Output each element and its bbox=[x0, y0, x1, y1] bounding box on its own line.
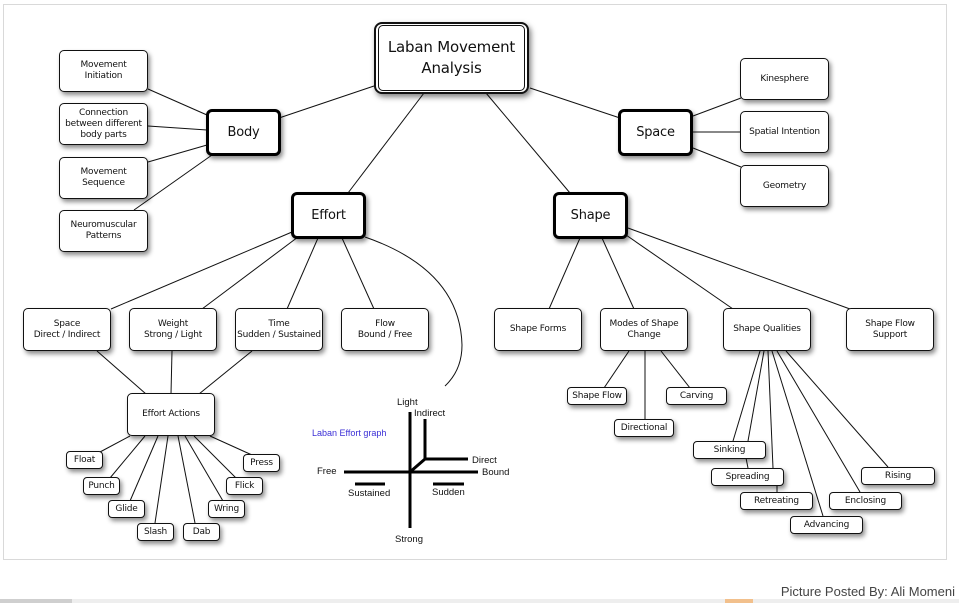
connector bbox=[625, 234, 734, 310]
connector bbox=[96, 350, 147, 395]
axis-diagonal bbox=[409, 457, 426, 474]
category-body: Body bbox=[206, 109, 281, 156]
connector bbox=[184, 435, 224, 502]
connector bbox=[147, 88, 208, 116]
effort-graph-label-light: Light bbox=[397, 397, 418, 408]
connector bbox=[286, 237, 319, 310]
connector bbox=[785, 350, 889, 468]
space-item: Geometry bbox=[740, 165, 829, 207]
effort-actions-node: Effort Actions bbox=[127, 393, 215, 436]
effort-item-weight: Weight Strong / Light bbox=[129, 308, 217, 351]
connector bbox=[692, 147, 742, 168]
connector bbox=[133, 154, 213, 211]
effort-graph-label-free: Free bbox=[317, 466, 337, 477]
shape-item-forms: Shape Forms bbox=[494, 308, 582, 351]
quality-retreating: Retreating bbox=[740, 492, 813, 510]
connector bbox=[193, 435, 237, 479]
connector bbox=[177, 435, 196, 524]
photo-credit: Picture Posted By: Ali Momeni bbox=[780, 584, 955, 599]
category-shape: Shape bbox=[553, 192, 628, 239]
connector bbox=[485, 92, 571, 194]
connector bbox=[660, 350, 691, 389]
connector bbox=[603, 350, 630, 389]
connector bbox=[109, 435, 146, 479]
body-item: Neuromuscular Patterns bbox=[59, 210, 148, 252]
connector bbox=[201, 236, 299, 310]
connector bbox=[364, 236, 463, 387]
body-item: Movement Sequence bbox=[59, 157, 148, 199]
connector bbox=[767, 350, 774, 469]
quality-rising: Rising bbox=[861, 467, 935, 485]
effort-graph-axes bbox=[344, 412, 478, 528]
effort-action-punch: Punch bbox=[83, 477, 120, 495]
connector bbox=[278, 85, 375, 119]
connector bbox=[147, 144, 208, 163]
effort-graph-label-sustained: Sustained bbox=[348, 488, 391, 499]
effort-graph-label-indirect: Indirect bbox=[414, 408, 446, 419]
mode-carving: Carving bbox=[666, 387, 727, 405]
connector bbox=[627, 227, 851, 310]
quality-spreading: Spreading bbox=[711, 468, 784, 486]
connector bbox=[198, 350, 253, 395]
body-item: Movement Initiation bbox=[59, 50, 148, 92]
space-item: Spatial Intention bbox=[740, 111, 829, 153]
quality-enclosing: Enclosing bbox=[829, 492, 902, 510]
effort-graph-label-bound: Bound bbox=[482, 467, 510, 478]
space-item: Kinesphere bbox=[740, 58, 829, 100]
effort-action-glide: Glide bbox=[108, 500, 145, 518]
root-label: Laban Movement Analysis bbox=[378, 25, 525, 91]
quality-advancing: Advancing bbox=[790, 516, 863, 534]
category-space: Space bbox=[618, 109, 693, 156]
connector bbox=[170, 350, 173, 395]
bottom-bar-segment bbox=[0, 599, 72, 603]
shape-item-flow-support: Shape Flow Support bbox=[846, 308, 934, 351]
connector bbox=[129, 435, 159, 502]
effort-item-space: Space Direct / Indirect bbox=[23, 308, 111, 351]
mode-directional: Directional bbox=[614, 419, 674, 437]
connector bbox=[209, 435, 253, 456]
connector bbox=[548, 237, 581, 310]
connector bbox=[529, 87, 621, 119]
effort-graph-title: Laban Effort graph bbox=[312, 428, 387, 438]
body-item: Connection between different body parts bbox=[59, 103, 148, 145]
connector bbox=[341, 237, 375, 310]
connector bbox=[776, 350, 861, 493]
category-effort: Effort bbox=[291, 192, 366, 239]
effort-action-flick: Flick bbox=[226, 477, 263, 495]
connector bbox=[692, 97, 742, 117]
effort-graph-label-strong: Strong bbox=[395, 534, 423, 545]
bottom-bar-highlight bbox=[725, 599, 753, 603]
shape-item-modes: Modes of Shape Change bbox=[600, 308, 688, 351]
effort-item-flow: Flow Bound / Free bbox=[341, 308, 429, 351]
effort-action-float: Float bbox=[66, 451, 103, 469]
effort-graph-label-sudden: Sudden bbox=[432, 487, 465, 498]
effort-action-wring: Wring bbox=[208, 500, 245, 518]
effort-action-dab: Dab bbox=[183, 523, 220, 541]
connector bbox=[601, 237, 635, 310]
connector bbox=[154, 435, 169, 524]
root-node: Laban Movement Analysis bbox=[374, 22, 529, 94]
bottom-bar bbox=[0, 599, 959, 603]
shape-item-qualities: Shape Qualities bbox=[723, 308, 811, 351]
effort-graph-label-direct: Direct bbox=[472, 455, 497, 466]
connector bbox=[745, 457, 749, 469]
connector bbox=[747, 350, 765, 442]
mode-shape-flow: Shape Flow bbox=[567, 387, 627, 405]
quality-sinking: Sinking bbox=[693, 441, 766, 459]
connector bbox=[771, 350, 824, 517]
connector bbox=[147, 125, 208, 131]
connector bbox=[110, 231, 293, 310]
connector bbox=[732, 350, 761, 442]
connector bbox=[347, 92, 425, 194]
effort-action-slash: Slash bbox=[137, 523, 174, 541]
effort-action-press: Press bbox=[243, 454, 280, 472]
connector bbox=[99, 435, 131, 453]
effort-item-time: Time Sudden / Sustained bbox=[235, 308, 323, 351]
